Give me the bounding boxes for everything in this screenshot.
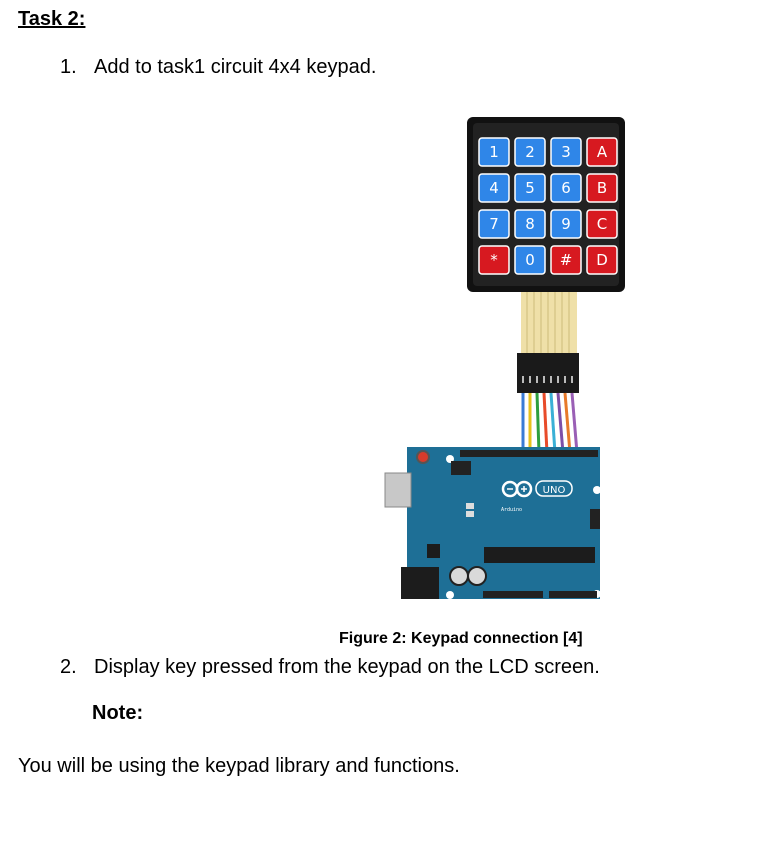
keypad-key-label: 1 xyxy=(489,143,499,161)
mount-hole xyxy=(593,486,601,494)
keypad-key-label: C xyxy=(597,215,607,233)
ribbon-connector xyxy=(517,353,579,393)
power-header xyxy=(483,591,543,598)
list-text: Add to task1 circuit 4x4 keypad. xyxy=(94,56,377,78)
voltage-regulator xyxy=(427,544,440,558)
keypad-key-label: # xyxy=(560,251,573,269)
keypad-key-label: 6 xyxy=(561,179,571,197)
led xyxy=(466,511,474,517)
keypad-key xyxy=(478,209,510,239)
keypad-key-label: 5 xyxy=(525,179,535,197)
list-text: Display key pressed from the keypad on t… xyxy=(94,656,600,678)
usb-port xyxy=(384,472,412,508)
mount-hole xyxy=(446,591,454,599)
analog-header xyxy=(549,591,597,598)
keypad-key-label: 3 xyxy=(561,143,571,161)
keypad-key-label: B xyxy=(597,179,607,197)
icsp-header xyxy=(451,461,471,475)
keypad-key-label: 0 xyxy=(525,251,535,269)
capacitor xyxy=(467,566,487,586)
list-number: 1. xyxy=(60,56,77,78)
note-label: Note: xyxy=(92,702,144,724)
keypad-key-label: 9 xyxy=(561,215,571,233)
keypad-key-label: 4 xyxy=(489,179,499,197)
connector-pins xyxy=(522,376,573,383)
arduino-logo xyxy=(501,480,533,498)
board-label: UNO xyxy=(543,485,566,496)
keypad-key-label: D xyxy=(596,251,608,269)
keypad-key-label: 7 xyxy=(489,215,499,233)
keypad-key xyxy=(550,173,582,203)
keypad-key xyxy=(478,173,510,203)
keypad-key xyxy=(550,209,582,239)
arduino-board xyxy=(407,447,600,599)
digital-header xyxy=(460,450,598,457)
led xyxy=(466,503,474,509)
list-item-1: 1. Add to task1 circuit 4x4 keypad. xyxy=(60,56,376,79)
list-item-2: 2. Display key pressed from the keypad on… xyxy=(60,656,600,679)
keypad-key xyxy=(478,137,510,167)
icsp2-header xyxy=(590,509,600,529)
keypad-key xyxy=(478,245,510,275)
keypad-key xyxy=(550,137,582,167)
ribbon-lines xyxy=(526,292,570,356)
keypad-key-label: A xyxy=(597,143,608,161)
keypad-key-label: 2 xyxy=(525,143,535,161)
keypad-key xyxy=(586,173,618,203)
keypad-keys: 1 2 3 A 4 5 6 B 7 8 9 C * 0 # D xyxy=(478,137,618,275)
keypad-key xyxy=(586,209,618,239)
microcontroller-chip xyxy=(484,547,595,563)
keypad-key xyxy=(586,137,618,167)
keypad-key-label: * xyxy=(490,251,498,269)
jumper-wires xyxy=(521,392,579,454)
keypad-key xyxy=(514,209,546,239)
uno-badge xyxy=(535,480,573,497)
task-title: Task 2: xyxy=(18,8,86,30)
keypad-key-label: 8 xyxy=(525,215,535,233)
list-number: 2. xyxy=(60,656,77,678)
keypad-key xyxy=(514,137,546,167)
power-jack xyxy=(401,567,439,599)
keypad-arduino-figure: 1 2 3 A 4 5 6 B 7 8 9 C * 0 # D xyxy=(384,117,625,599)
reset-button xyxy=(416,450,430,464)
closing-text: You will be using the keypad library and… xyxy=(18,755,460,777)
keypad-key xyxy=(586,245,618,275)
ribbon-cable xyxy=(521,292,577,356)
board-brand: Arduino xyxy=(501,507,522,513)
keypad-key xyxy=(550,245,582,275)
capacitor xyxy=(449,566,469,586)
keypad-key xyxy=(514,245,546,275)
figure-caption: Figure 2: Keypad connection [4] xyxy=(339,630,583,647)
keypad-key xyxy=(514,173,546,203)
